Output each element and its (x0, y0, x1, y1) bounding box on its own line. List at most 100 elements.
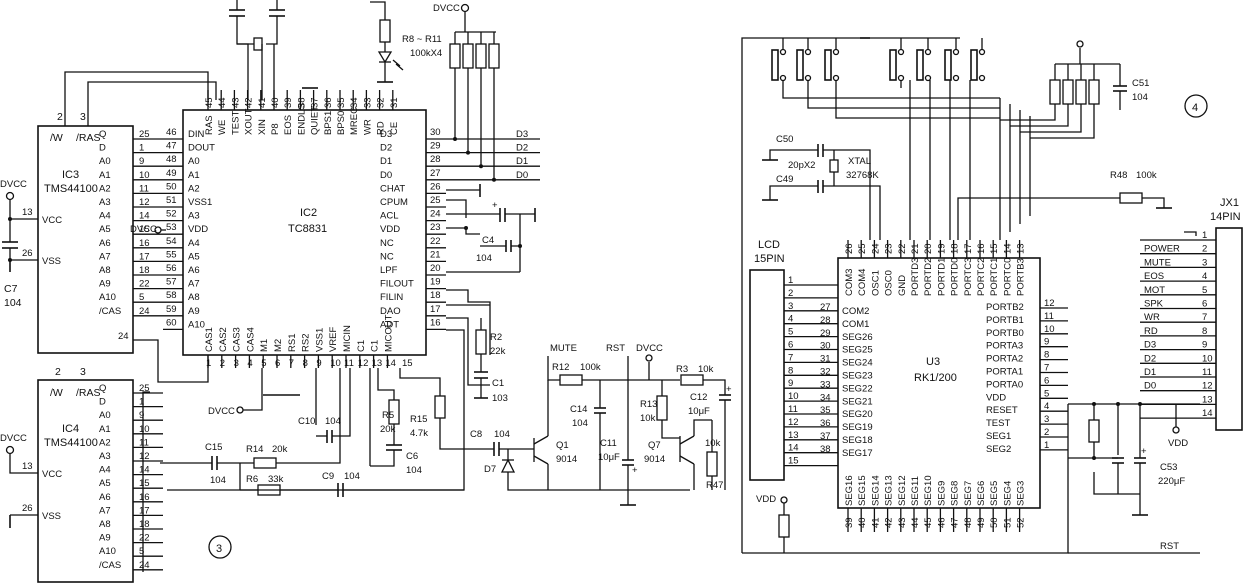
ic2-pin-name: C1 (370, 340, 381, 352)
lcd-pin-num: 2 (788, 288, 793, 299)
jx1-pin-num: 5 (1202, 285, 1207, 296)
ic2-pin-num: 35 (336, 97, 347, 108)
ic4-pin-num: 15 (139, 478, 150, 489)
ic2-pin-num: 44 (217, 97, 228, 108)
wire (769, 185, 818, 200)
c4-value: 104 (476, 253, 492, 264)
ic2-pin-num: 23 (430, 222, 441, 233)
u3-pin-num: 1 (1044, 440, 1049, 451)
ic2-pin-num: 57 (166, 277, 177, 288)
ic3-pin-num: 26 (22, 248, 33, 259)
jx1-pin-num: 6 (1202, 299, 1207, 310)
ic2-pin-name: A8 (188, 292, 200, 303)
bus-label: D2 (516, 143, 528, 154)
jx1-pin-name: D1 (1144, 367, 1156, 378)
switch-terminal (952, 48, 960, 56)
ic4-pin-name: VSS (42, 511, 61, 522)
c4-ref: C4 (482, 235, 494, 246)
ic2-pin-name: WE (217, 120, 228, 135)
jx1-pins: 14PIN (1210, 211, 1241, 223)
u3-pin-name: PORTB2 (986, 302, 1024, 313)
ic3-pin-name: A7 (99, 251, 111, 262)
wire (957, 197, 1120, 240)
jx1-pin-name: MOT (1144, 285, 1165, 296)
ic2-pin-name: MREC (349, 107, 360, 135)
u3-pin-name: SEG20 (842, 409, 873, 420)
lcd-pin-num: 8 (788, 365, 793, 376)
u3-pin-num: 17 (963, 243, 974, 254)
ic4-pin-ras: /RAS (76, 387, 101, 399)
ic4-pin-num: 26 (22, 503, 33, 514)
lcd-pin-num: 10 (788, 391, 799, 402)
vdd-lcd-terminal (780, 496, 788, 504)
u3-pin-num: 43 (897, 517, 908, 528)
wire (835, 80, 1000, 119)
wire (266, 16, 278, 45)
u3-pin-name: TEST (986, 418, 1010, 429)
u3-pin-name: SEG7 (963, 481, 974, 506)
ic4-pin-num: 22 (139, 533, 150, 544)
jx1-pin-name: WR (1144, 312, 1160, 323)
wire (741, 37, 960, 553)
vdd-lcd-label: VDD (756, 494, 776, 505)
c50-ref: C50 (776, 134, 793, 145)
u3-pin-num: 50 (989, 517, 1000, 528)
q1-collector (533, 435, 549, 445)
ic2-pin-name: QUIET (310, 106, 321, 135)
ic2-pin-num: 36 (323, 97, 334, 108)
jx1-pin-num: 3 (1202, 257, 1207, 268)
r5-ref: R5 (382, 410, 394, 421)
resnet-rail-label: DVCC (433, 3, 460, 14)
ic4-pin-num: 25 (139, 383, 150, 394)
ic4-pin-ras-num: 3 (80, 366, 86, 378)
wire-ic4-cas (142, 391, 150, 572)
xtal-crystal (829, 159, 839, 173)
wire (370, 1, 386, 20)
ic2-pin-name: DIN (188, 129, 205, 140)
jx1-pin-num: 2 (1202, 244, 1207, 255)
resnet-resistor (475, 43, 487, 69)
switch-terminal (779, 48, 787, 56)
u3-pin-name: COM2 (842, 306, 869, 317)
lcd-pin-num: 5 (788, 327, 793, 338)
ic3-pin-ras: /RAS (76, 132, 101, 144)
u3-pin-name: SEG15 (857, 475, 868, 506)
u3-pin-name: GND (897, 275, 908, 296)
jx1-ref: JX1 (1220, 197, 1239, 209)
r13-value: 10k (640, 413, 656, 424)
lcd-pin-num: 11 (788, 404, 798, 415)
junction (1116, 402, 1120, 406)
wire (507, 472, 548, 491)
ic4-pin-num: 12 (139, 451, 150, 462)
r2-value: 22k (490, 346, 506, 357)
c9-value: 104 (344, 471, 360, 482)
u3-part: RK1/200 (914, 372, 957, 384)
u3-pin-num: 34 (820, 392, 831, 403)
resnet-rail-terminal (460, 3, 470, 13)
ic3-pin-name: A3 (99, 197, 111, 208)
wire (236, 16, 249, 100)
ic3-pin-num: 9 (139, 156, 144, 167)
u3-pin-num: 19 (936, 243, 947, 254)
switch-terminal (804, 48, 812, 56)
u3-pin-name: SEG13 (884, 475, 895, 506)
ic2-pin-num: 12 (358, 358, 369, 369)
jx1-pin-name: D0 (1144, 381, 1156, 392)
wire (1010, 104, 1069, 127)
u3-pin-num: 23 (884, 243, 895, 254)
ic2-pin-num: 46 (166, 127, 177, 138)
ic3-pin-name: A10 (99, 292, 116, 303)
u3-pin-name: SEG9 (936, 481, 947, 506)
ic2-pin-name: A9 (188, 306, 200, 317)
u3-pin-name: COM4 (857, 269, 868, 296)
ic4-pin-num: 11 (139, 437, 149, 448)
u3-pin-num: 14 (1002, 243, 1013, 254)
u3-pin-name: SEG1 (986, 431, 1011, 442)
ic4-pin-name: Q (99, 383, 106, 394)
r13-resistor (656, 395, 668, 421)
u3-pin-name: SEG18 (842, 435, 873, 446)
r47-resistor (706, 451, 718, 477)
ic2-pin-num: 56 (166, 263, 177, 274)
u3-pin-name: SEG21 (842, 396, 873, 407)
ic4-ref: IC4 (62, 423, 79, 435)
